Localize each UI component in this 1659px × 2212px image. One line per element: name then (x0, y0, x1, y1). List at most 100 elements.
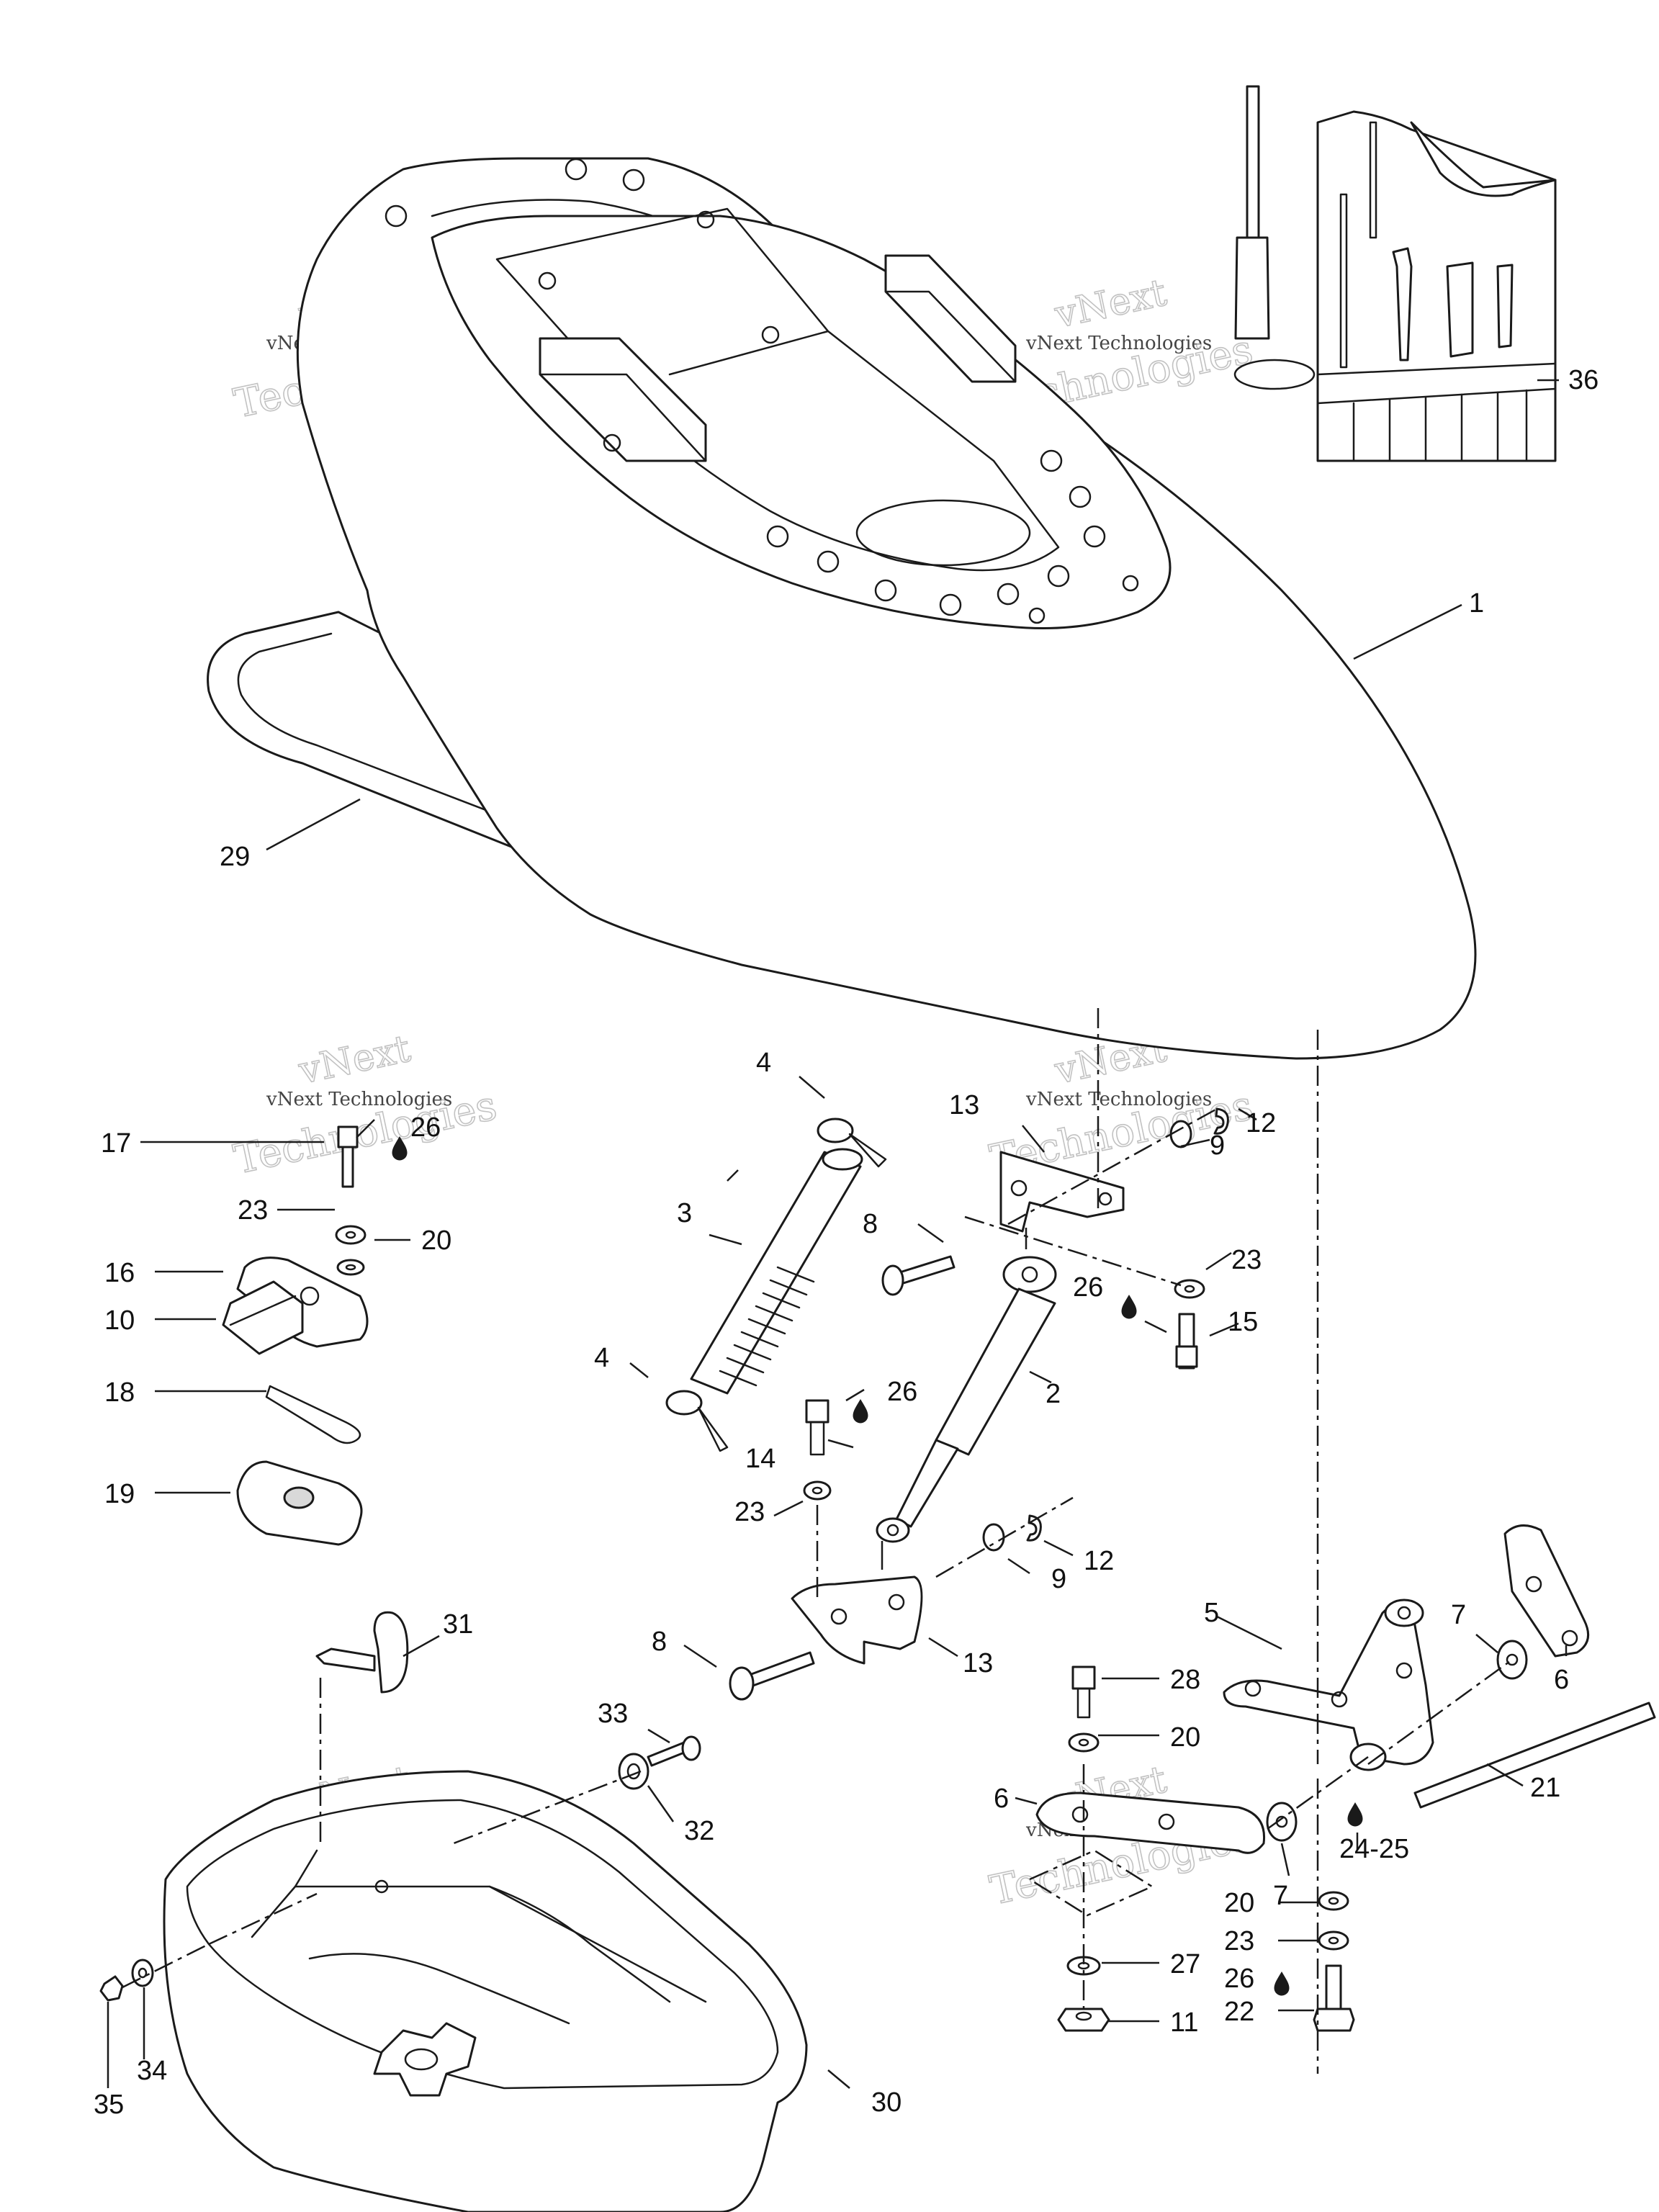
part-8-upper-pin (881, 1255, 956, 1296)
callout-23-right: 23 (1231, 1245, 1262, 1275)
part-15-screw (1175, 1313, 1198, 1370)
part-20-washer-mid (1068, 1732, 1100, 1753)
callout-22: 22 (1224, 1997, 1254, 2027)
part-19-latch-base (236, 1460, 363, 1546)
part-36-tool-kit (1233, 85, 1557, 462)
callout-26-lower-right: 26 (1224, 1964, 1254, 1994)
watermark-mid-left: vNext vNext Technologies Technologies (230, 1027, 502, 1184)
callout-9-upper: 9 (1210, 1130, 1225, 1161)
part-6-right-bracket (1503, 1524, 1590, 1658)
callout-24-25: 24-25 (1339, 1834, 1409, 1864)
part-31-hook (315, 1611, 409, 1694)
callout-labels: 1 36 29 4 3 13 12 9 17 26 23 20 16 10 18… (94, 365, 1599, 2120)
callout-20-left: 20 (421, 1226, 451, 1256)
callout-8-upper: 8 (863, 1209, 878, 1239)
part-21-rod (1413, 1701, 1656, 1809)
callout-21: 21 (1530, 1773, 1560, 1803)
part-18-spring-clip (265, 1385, 361, 1444)
part-30-storage-bin (163, 1770, 808, 2212)
callout-17: 17 (101, 1128, 131, 1159)
part-12-upper-clip (1213, 1107, 1229, 1135)
part-33-screw (647, 1735, 701, 1767)
callout-4-upper: 4 (756, 1048, 771, 1078)
callout-23-left: 23 (238, 1195, 268, 1226)
callout-9-lower: 9 (1051, 1564, 1066, 1594)
callout-6-right: 6 (1554, 1665, 1569, 1695)
part-1-hood (296, 157, 1477, 1060)
callout-23-lower-right: 23 (1224, 1926, 1254, 1956)
callout-27: 27 (1170, 1949, 1200, 1979)
callout-13-upper: 13 (949, 1090, 979, 1120)
part-6-lower-bracket (1035, 1791, 1266, 1854)
leader-lines (107, 379, 1568, 2089)
callout-3: 3 (677, 1198, 692, 1228)
callout-13-lower: 13 (963, 1648, 993, 1678)
callout-20-right: 20 (1224, 1888, 1254, 1918)
callout-10: 10 (104, 1305, 135, 1336)
part-5-arm (1223, 1599, 1434, 1771)
part-22-bolt (1313, 1964, 1355, 2032)
callout-36: 36 (1568, 365, 1599, 395)
callout-31: 31 (443, 1609, 473, 1640)
callout-18: 18 (104, 1377, 135, 1408)
callout-26-left: 26 (410, 1112, 441, 1143)
callout-11: 11 (1170, 2008, 1198, 2038)
part-34-washer (131, 1959, 154, 1987)
callout-8-lower: 8 (652, 1627, 667, 1657)
adhesive-drop-icon (1121, 1295, 1137, 1319)
part-7-left-bushing (1266, 1802, 1298, 1842)
callout-5: 5 (1204, 1598, 1219, 1628)
part-4-clamp-upper (817, 1118, 887, 1168)
svg-text:vNext Technologies: vNext Technologies (1025, 1089, 1212, 1110)
construction-lines (122, 1008, 1513, 2074)
callout-2: 2 (1046, 1379, 1061, 1409)
callout-26-right: 26 (1073, 1272, 1103, 1303)
callout-7-left: 7 (1273, 1881, 1288, 1911)
callout-4-lower: 4 (594, 1343, 609, 1373)
callout-15: 15 (1228, 1307, 1258, 1337)
part-8-lower-pin (729, 1651, 815, 1701)
callout-19: 19 (104, 1479, 135, 1509)
callout-29: 29 (220, 842, 250, 872)
part-14-bolt (805, 1399, 830, 1456)
part-3-spring-sleeve (690, 1148, 863, 1395)
svg-text:vNext Technologies: vNext Technologies (1025, 333, 1212, 354)
callout-6-lower: 6 (994, 1784, 1009, 1814)
part-mount-plate-dashed (1028, 1849, 1154, 1917)
part-11-nut (1057, 2008, 1110, 2032)
part-7-right-bushing (1496, 1640, 1528, 1680)
adhesive-drop-icon (1274, 1972, 1290, 1996)
callout-34: 34 (137, 2056, 167, 2086)
part-10-latch (222, 1280, 304, 1355)
callout-20-mid: 20 (1170, 1722, 1200, 1753)
part-23-washer-lower-right (1318, 1930, 1349, 1951)
callout-1: 1 (1469, 588, 1484, 619)
callout-14: 14 (745, 1444, 775, 1474)
part-20-washer-left (336, 1259, 365, 1276)
callout-7-right: 7 (1451, 1600, 1466, 1630)
callout-33: 33 (598, 1699, 628, 1729)
adhesive-drop-icon (853, 1399, 868, 1424)
part-32-grommet (618, 1753, 649, 1790)
adhesive-drop-icon (1347, 1802, 1363, 1827)
part-20-washer-right (1318, 1891, 1349, 1911)
part-2-gas-spring (876, 1256, 1057, 1543)
callout-26-mid: 26 (887, 1377, 917, 1407)
callout-32: 32 (684, 1816, 714, 1846)
callout-16: 16 (104, 1258, 135, 1288)
callout-28: 28 (1170, 1665, 1200, 1695)
part-35-nut (99, 1975, 124, 2002)
part-9-upper-washer (1169, 1120, 1192, 1148)
part-13-lower-bracket (791, 1575, 923, 1665)
callout-30: 30 (871, 2087, 902, 2118)
callout-35: 35 (94, 2090, 124, 2120)
part-23-washer-mid (803, 1480, 832, 1501)
callout-12-upper: 12 (1246, 1108, 1276, 1138)
part-4-clamp-lower (665, 1390, 729, 1452)
part-9-lower-washer (982, 1523, 1005, 1552)
part-23-washer-left (335, 1225, 367, 1245)
svg-text:vNext Technologies: vNext Technologies (266, 1089, 452, 1110)
callout-12-lower: 12 (1084, 1546, 1114, 1576)
part-13-upper-bracket (999, 1151, 1125, 1233)
